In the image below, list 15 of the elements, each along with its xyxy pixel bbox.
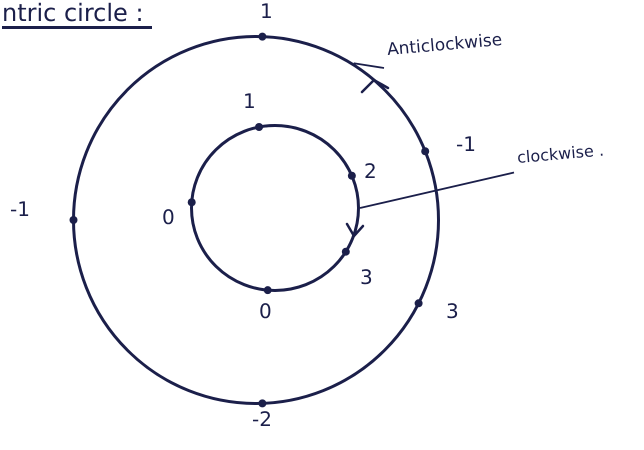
point-label: 0 [162, 206, 175, 228]
heading: ntric circle : [2, 0, 152, 30]
callout-text: clockwise . [516, 140, 605, 167]
point-label: 2 [364, 160, 377, 182]
point-label: 3 [360, 266, 373, 288]
point-label: 1 [260, 0, 273, 22]
point-label: -1 [10, 198, 30, 220]
leader-line [354, 62, 384, 69]
callout-text: Anticlockwise [386, 30, 503, 60]
point-label: 1 [243, 90, 256, 112]
point-label: -1 [456, 133, 476, 155]
point-label: 3 [446, 300, 459, 322]
point-label: -2 [252, 408, 272, 430]
leader-line [360, 172, 514, 209]
point-label: 0 [259, 300, 272, 322]
